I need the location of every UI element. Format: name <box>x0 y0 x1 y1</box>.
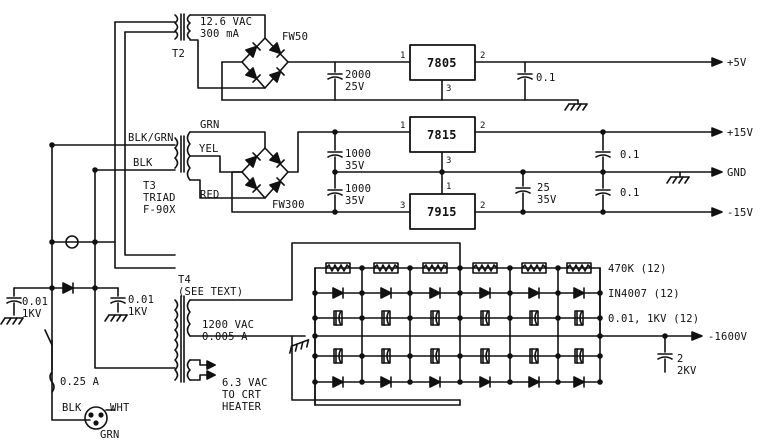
reg-7805-pin-in: 1 <box>400 51 406 61</box>
t4-heater-3: HEATER <box>222 401 262 413</box>
output-minus1600v: -1600V <box>708 331 748 343</box>
reg-7915-pin-in: 3 <box>400 201 406 211</box>
hv-cap-voltage: 2KV <box>677 365 697 377</box>
multiplier-resistors-label: 470K (12) <box>608 263 667 275</box>
reg-7805-label: 7805 <box>427 56 457 70</box>
t4-hv-2: 0.005 A <box>202 331 248 343</box>
cap-25-value: 25 <box>537 182 550 194</box>
line-cap2-value: 0.01 <box>128 294 154 306</box>
multiplier-diodes-label: IN4007 (12) <box>608 288 680 300</box>
bridge-fw300 <box>219 131 411 213</box>
cap-1000-b-value: 1000 <box>345 183 371 195</box>
t3-tap-red: RED <box>200 189 220 201</box>
reg-7815-label: 7815 <box>427 128 457 142</box>
regulator-7915 <box>409 193 476 230</box>
reg-7815-pin-gnd: 3 <box>446 156 452 166</box>
t4-heater-1: 6.3 VAC <box>222 377 268 389</box>
line-cap2-voltage: 1KV <box>128 306 148 318</box>
cap-1000-b-voltage: 35V <box>345 195 365 207</box>
t4-label: T4 <box>178 274 191 286</box>
t3-tap-grn: GRN <box>200 119 220 131</box>
cap-2000-value: 2000 <box>345 69 371 81</box>
reg-7815-pin-in: 1 <box>400 121 406 131</box>
mains-input <box>0 21 176 430</box>
cap-01-5v: 0.1 <box>536 72 556 84</box>
supply-15v <box>327 116 723 230</box>
t2-rating-2: 300 mA <box>200 28 240 40</box>
cap-1000-a-value: 1000 <box>345 148 371 160</box>
line-cap-value: 0.01 <box>22 296 48 308</box>
reg-7915-label: 7915 <box>427 205 457 219</box>
plug-wht-label: WHT <box>110 402 130 414</box>
reg-7815-pin-out: 2 <box>480 121 486 131</box>
bridge-fw50-label: FW50 <box>282 31 308 43</box>
bridge-fw50 <box>221 37 411 101</box>
transformer-t4 <box>174 242 461 401</box>
t2-label: T2 <box>172 48 185 60</box>
regulator-7815 <box>409 116 476 153</box>
t3-pri-top: BLK/GRN <box>128 132 174 144</box>
t4-note: (SEE TEXT) <box>178 286 243 298</box>
t3-pri-bot: BLK <box>133 157 153 169</box>
t4-heater-2: TO CRT <box>222 389 262 401</box>
reg-7805-pin-gnd: 3 <box>446 84 452 94</box>
cap-25-voltage: 35V <box>537 194 557 206</box>
cap-2000-voltage: 25V <box>345 81 365 93</box>
output-minus15v: -15V <box>727 207 754 219</box>
cap-01-p15: 0.1 <box>620 149 640 161</box>
reg-7915-pin-out: 2 <box>480 201 486 211</box>
output-plus15v: +15V <box>727 127 754 139</box>
voltage-multiplier <box>312 262 703 406</box>
t3-label: T3 <box>143 180 156 192</box>
t2-rating-1: 12.6 VAC <box>200 16 252 28</box>
transformer-t2 <box>114 13 266 89</box>
bridge-fw300-label: FW300 <box>272 199 305 211</box>
fuse-label: 0.25 A <box>60 376 100 388</box>
hv-cap-value: 2 <box>677 353 684 365</box>
supply-5v <box>221 44 723 111</box>
t3-tap-yel: YEL <box>199 143 219 155</box>
t3-maker: TRIAD <box>143 192 176 204</box>
reg-7915-pin-gnd: 1 <box>446 182 452 192</box>
plug-grn-label: GRN <box>100 429 120 441</box>
plug-blk-label: BLK <box>62 402 82 414</box>
output-gnd: GND <box>727 167 747 179</box>
output-plus5v: +5V <box>727 57 747 69</box>
multiplier-caps-label: 0.01, 1KV (12) <box>608 313 699 325</box>
line-cap-voltage: 1KV <box>22 308 42 320</box>
reg-7805-pin-out: 2 <box>480 51 486 61</box>
regulator-7805 <box>409 44 476 81</box>
t3-model: F-90X <box>143 204 176 216</box>
t4-hv-1: 1200 VAC <box>202 319 254 331</box>
cap-01-n15: 0.1 <box>620 187 640 199</box>
cap-1000-a-voltage: 35V <box>345 160 365 172</box>
